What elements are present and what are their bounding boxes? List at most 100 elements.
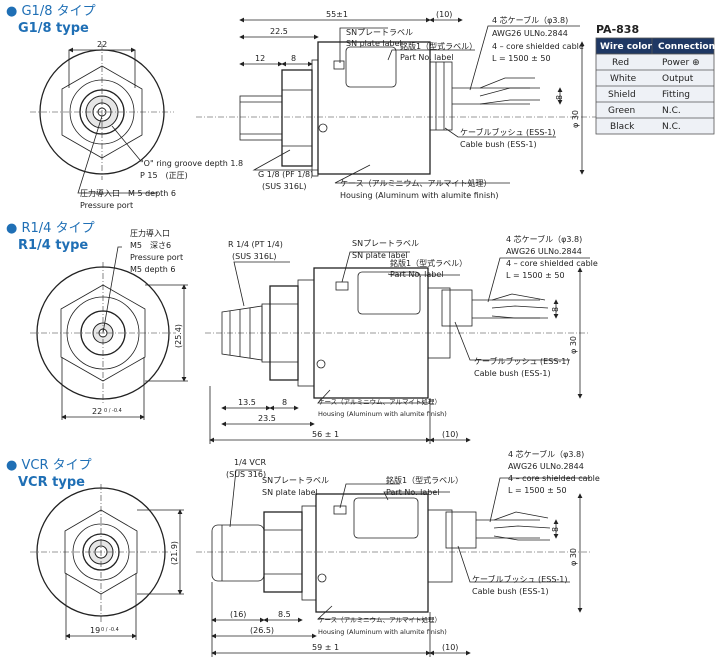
g18-sn-leader: [339, 27, 388, 63]
r14-port-2: M5 depth 6: [130, 265, 175, 274]
vcr-sn-en: SN plate label: [262, 488, 318, 497]
g18-sn-en: SN plate label: [346, 39, 402, 48]
g18-part-en: Part No. label: [400, 53, 454, 62]
table-cell: N.C.: [662, 122, 681, 132]
g18-cable-jp: 4 芯ケーブル（φ3.8): [492, 15, 568, 25]
g18-dim-8v: 8: [555, 95, 564, 100]
r14-front-view: [30, 262, 188, 420]
r14-dim-8v: 8: [551, 307, 560, 312]
r14-case-en: Housing (Aluminum with alumite finish): [318, 410, 447, 418]
r14-sn-en: SN plate label: [352, 251, 408, 260]
g18-oring-1: "O" ring groove depth 1.8: [140, 159, 243, 168]
vcr-cable-jp: 4 芯ケーブル（φ3.8): [508, 449, 584, 459]
r14-sn-leader: [341, 251, 410, 283]
r14-dim-8: 8: [282, 398, 287, 407]
vcr-dim-19: 19: [90, 626, 100, 635]
r14-bush-en: Cable bush (ESS-1): [474, 369, 551, 378]
vcr-thread-leader: [229, 469, 262, 528]
r14-bush-leader: [454, 321, 570, 361]
g18-dim-10: (10): [436, 10, 452, 19]
vcr-case-en: Housing (Aluminum with alumite finish): [318, 628, 447, 636]
vcr-dim-10: (10): [442, 643, 458, 652]
g18-part-leader: [387, 49, 475, 61]
g18-case-jp: ケース（アルミニウム、アルマイト処理）: [340, 178, 491, 188]
g18-thread-1: G 1/8 (PF 1/8): [258, 170, 313, 179]
r14-part-en: Part No. label: [390, 270, 444, 279]
g18-cable-awg: AWG26 ULNo.2844: [492, 29, 568, 38]
vcr-dim-16: (16): [230, 610, 246, 619]
r14-cable-awg: AWG26 ULNo.2844: [506, 247, 582, 256]
vcr-thread-1: 1/4 VCR: [234, 458, 266, 467]
g18-case-en: Housing (Aluminum with alumite finish): [340, 191, 498, 200]
vcr-dim-8v: 8: [551, 527, 560, 532]
table-cell: Fitting: [662, 90, 690, 100]
vcr-side-view: [196, 493, 590, 613]
r14-dim-22: 22: [92, 407, 102, 416]
g18-bush-leader: [444, 127, 556, 138]
r14-port-en: Pressure port: [130, 253, 183, 262]
vcr-sn-leader: [339, 483, 400, 509]
g18-front-view: [30, 44, 174, 180]
r14-part-jp: 銘版1（型式ラベル）: [390, 258, 467, 268]
wire-table: [595, 37, 715, 135]
g18-port-jp: 圧力導入口 M 5 depth 6: [80, 188, 176, 198]
r14-side-view: [205, 267, 590, 399]
vcr-front-view: [30, 484, 184, 640]
r14-phi30: φ 30: [569, 336, 578, 354]
vcr-phi30: φ 30: [569, 548, 578, 566]
table-header-wire-color: Wire color: [600, 42, 652, 52]
vcr-dim-219: (21.9): [170, 541, 179, 565]
vcr-dim-59: 59 ± 1: [312, 643, 339, 652]
g18-sn-jp: SNプレートラベル: [346, 28, 413, 37]
r14-port-jp: 圧力導入口: [130, 228, 170, 238]
vcr-part-en: Part No. label: [386, 488, 440, 497]
r14-thread-2: (SUS 316L): [232, 252, 277, 261]
vcr-cable-awg: AWG26 ULNo.2844: [508, 462, 584, 471]
vcr-bush-en: Cable bush (ESS-1): [472, 587, 549, 596]
g18-oring-2: P 15 (正圧): [140, 171, 188, 180]
r14-sn-jp: SNプレートラベル: [352, 239, 419, 248]
r14-dim-10: (10): [442, 430, 458, 439]
vcr-dim-85: 8.5: [278, 610, 291, 619]
vcr-part-jp: 銘版1（型式ラベル）: [386, 475, 463, 485]
table-cell: Red: [612, 58, 629, 68]
r14-part-leader: [387, 273, 460, 276]
r14-case-jp: ケース（アルミニウム、アルマイト処理）: [318, 397, 441, 406]
vcr-case-jp: ケース（アルミニウム、アルマイト処理）: [318, 615, 441, 624]
g18-cable-l: L = 1500 ± 50: [492, 54, 551, 63]
vcr-cable-leader: [489, 477, 590, 523]
vcr-cable-en: 4 – core shielded cable: [508, 474, 600, 483]
r14-cable-l: L = 1500 ± 50: [506, 271, 565, 280]
r14-port-1: M5 深さ6: [130, 241, 171, 250]
g18-side-view: [196, 41, 600, 177]
r14-thread-leader: [233, 261, 290, 307]
r14-port-leader: [102, 246, 122, 334]
g18-dim-22: 22: [97, 40, 107, 49]
g18-thread-2: (SUS 316L): [262, 182, 307, 191]
r14-dim-235: 23.5: [258, 414, 276, 423]
r14-dim-56: 56 ± 1: [312, 430, 339, 439]
vcr-dim-265: (26.5): [250, 626, 274, 635]
table-cell: Shield: [608, 90, 636, 100]
section-title-jp: ● G1/8 タイプ: [6, 4, 96, 19]
section-title-jp: ● R1/4 タイプ: [6, 221, 95, 236]
oring-leader: [111, 125, 141, 161]
r14-dim-254: (25.4): [174, 324, 183, 348]
vcr-part-leader: [383, 491, 450, 501]
r14-dim-22-tol: 0 / -0.4: [104, 408, 122, 414]
vcr-bush-jp: ケーブルブッシュ (ESS-1): [472, 574, 568, 584]
r14-dim-135: 13.5: [238, 398, 256, 407]
g18-dim-12: 12: [255, 54, 265, 63]
table-title: PA-838: [596, 23, 639, 36]
g18-dim-225: 22.5: [270, 27, 288, 36]
table-cell: Power ⊕: [662, 58, 700, 68]
r14-case-leader: [317, 389, 430, 404]
g18-cable-leader: [469, 25, 580, 91]
table-cell: Output: [662, 74, 694, 84]
vcr-dim-19-tol: 0 / -0.4: [101, 627, 119, 633]
section-title-jp: ● VCR タイプ: [6, 458, 92, 473]
section-title-en: VCR type: [18, 475, 85, 490]
g18-thread-leader: [252, 149, 318, 171]
r14-cable-en: 4 – core shielded cable: [506, 259, 598, 268]
g18-case-leader: [334, 164, 510, 184]
